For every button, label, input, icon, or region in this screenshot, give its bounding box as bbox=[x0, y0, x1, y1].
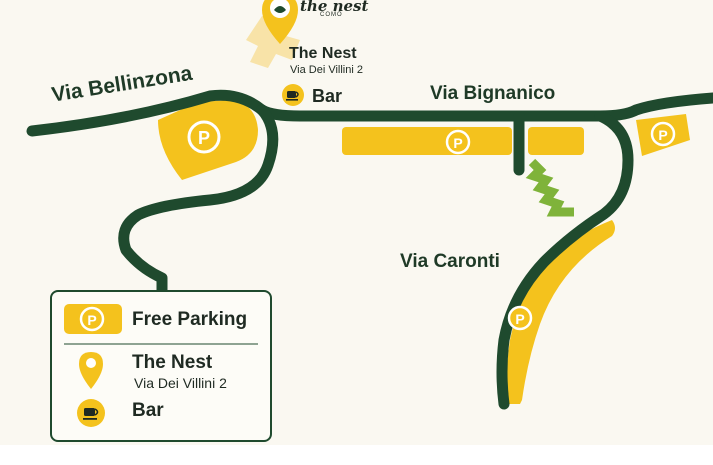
logo-text: the nest bbox=[300, 0, 369, 15]
location-pin-icon bbox=[262, 0, 298, 44]
street-label-bignanico: Via Bignanico bbox=[430, 83, 556, 104]
map-legend: P Free Parking The Nest Via Dei Villini … bbox=[50, 290, 272, 442]
parking-icon: P bbox=[79, 306, 105, 332]
legend-nest-address: Via Dei Villini 2 bbox=[134, 375, 227, 391]
parking-icon: P bbox=[445, 129, 471, 155]
parking-icon: P bbox=[187, 120, 221, 154]
legend-free-parking: Free Parking bbox=[132, 309, 248, 330]
svg-text:P: P bbox=[453, 135, 462, 151]
coffee-cup-icon bbox=[282, 84, 304, 106]
bar-label: Bar bbox=[312, 86, 343, 106]
legend-bar: Bar bbox=[132, 400, 164, 421]
svg-text:P: P bbox=[515, 311, 524, 327]
legend-graphics: P bbox=[64, 304, 258, 427]
logo-subtext: COMO bbox=[320, 12, 343, 18]
road-curve-south bbox=[118, 104, 279, 296]
road-via-caronti bbox=[496, 110, 634, 410]
parking-lot-bignanico bbox=[342, 127, 512, 155]
coffee-cup-icon bbox=[77, 399, 105, 427]
nest-name-label: The Nest bbox=[289, 45, 357, 62]
svg-text:P: P bbox=[658, 127, 667, 143]
svg-text:P: P bbox=[198, 128, 210, 148]
parking-lot-bignanico-east bbox=[528, 127, 584, 155]
legend-nest-name: The Nest bbox=[132, 352, 213, 373]
location-pin-icon bbox=[79, 352, 103, 389]
nest-address-label: Via Dei Villini 2 bbox=[290, 64, 363, 76]
parking-icon: P bbox=[650, 121, 676, 147]
parking-icon: P bbox=[507, 305, 533, 331]
road-via-bellinzona bbox=[26, 89, 268, 137]
svg-text:P: P bbox=[87, 312, 96, 328]
road-via-bignanico bbox=[256, 92, 713, 122]
pedestrian-path bbox=[525, 158, 574, 217]
street-label-caronti: Via Caronti bbox=[400, 251, 500, 272]
